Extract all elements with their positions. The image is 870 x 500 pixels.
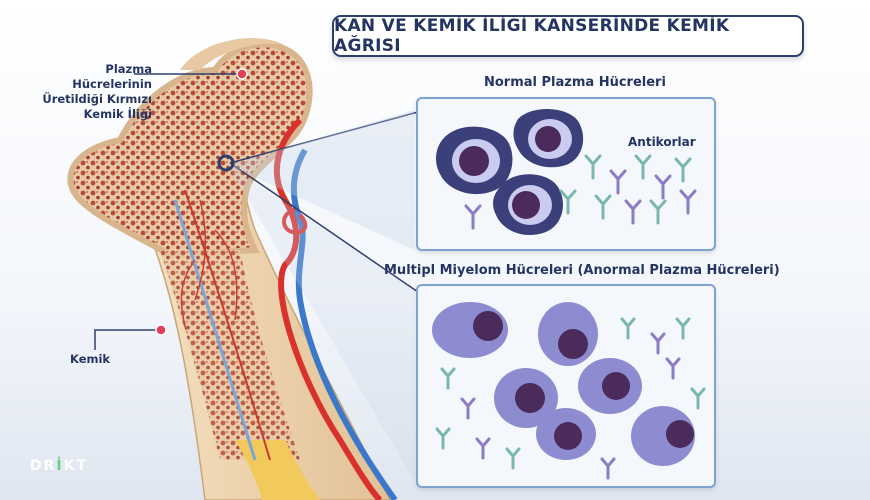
marrow-pointer xyxy=(217,154,235,172)
red-marrow xyxy=(160,250,300,460)
normal-plasma-cell xyxy=(436,126,513,195)
myeloma-cell xyxy=(578,358,642,414)
myeloma-cells-panel xyxy=(416,284,716,488)
myeloma-cells-heading: Multipl Miyelom Hücreleri (Anormal Plazm… xyxy=(384,263,780,278)
femoral-head xyxy=(67,41,313,259)
marrow-label: Plazma Hücrelerinin Üretildiği Kırmızı K… xyxy=(42,62,152,121)
myeloma-cell xyxy=(536,408,596,460)
artery xyxy=(273,117,383,500)
myeloma-cell xyxy=(432,302,508,358)
myeloma-cell xyxy=(631,406,695,466)
drikt-logo: DRİKT xyxy=(30,458,89,474)
myeloma-cell xyxy=(538,302,598,366)
normal-plasma-cell xyxy=(493,174,563,235)
antibodies xyxy=(464,154,697,230)
antibodies xyxy=(435,317,706,480)
normal-cells-heading: Normal Plazma Hücreleri xyxy=(484,75,666,90)
normal-plasma-cell xyxy=(513,109,584,168)
normal-cells-illustration xyxy=(436,109,697,235)
antibodies-label: Antikorlar xyxy=(628,135,696,149)
myeloma-cells-illustration xyxy=(432,302,706,480)
yellow-marrow xyxy=(235,440,320,500)
vein xyxy=(290,148,398,500)
myeloma-cell xyxy=(494,368,558,428)
page-title: KAN VE KEMİK İLİĞİ KANSERİNDE KEMİK AĞRI… xyxy=(332,15,804,57)
normal-cells-panel: Antikorlar xyxy=(416,97,716,251)
bone-label: Kemik xyxy=(70,352,111,366)
